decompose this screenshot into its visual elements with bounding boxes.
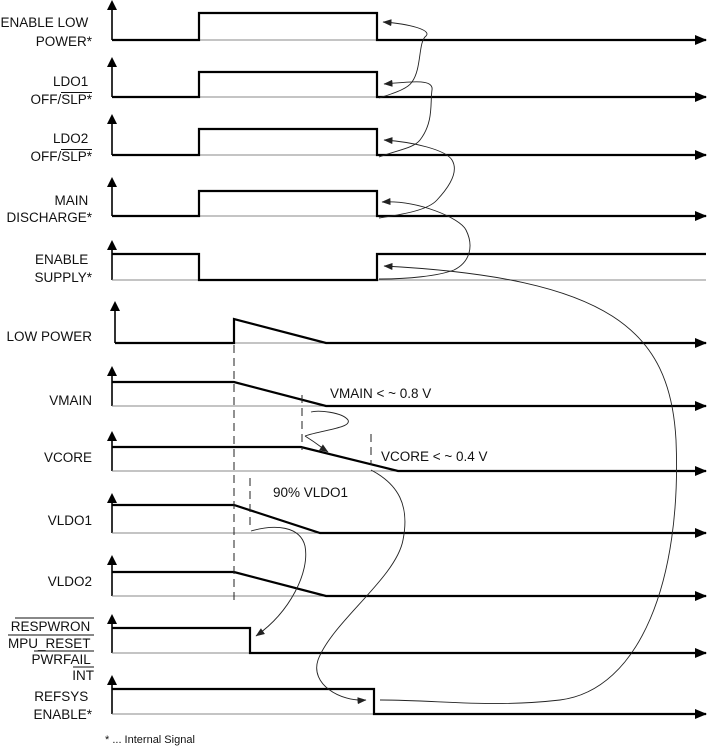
row-main-discharge <box>107 177 707 221</box>
row-respwron <box>107 614 707 658</box>
axis-arrow-head <box>107 555 117 565</box>
cause-arrow <box>378 19 428 99</box>
vmain-threshold-label: VMAIN < ~ 0.8 V <box>330 386 431 401</box>
axis-arrow-head <box>107 493 117 503</box>
label-vmain: VMAIN <box>49 393 92 408</box>
waveform <box>112 252 706 282</box>
waveform <box>112 70 707 102</box>
axis-arrow-head <box>107 114 117 124</box>
cause-arrow <box>304 410 349 437</box>
label-enable-low-power: ENABLE LOW POWER* <box>0 15 92 49</box>
cause-arrow <box>378 198 471 280</box>
cause-arrow <box>378 79 433 158</box>
label-refsys-enable: REFSYS ENABLE* <box>33 689 92 722</box>
row-vcore: VCORE < ~ 0.4 V <box>107 431 707 476</box>
footnote: * ... Internal Signal <box>105 734 195 746</box>
label-line: OFF/SLP* <box>30 149 92 164</box>
label-enable-supply: ENABLE SUPPLY* <box>34 252 92 285</box>
axis-arrow-head <box>107 366 117 376</box>
cause-arrow <box>316 469 406 705</box>
label-ldo2-off-slp: LDO2 OFF/SLP* <box>30 131 92 164</box>
label-line: RESPWRON <box>11 619 91 634</box>
label-line: SUPPLY* <box>34 270 92 285</box>
label-line: INT <box>72 668 94 683</box>
label-line: VCORE <box>44 450 92 465</box>
cause-arrow <box>378 137 455 219</box>
axis-arrow-head <box>107 614 117 624</box>
signal-labels: ENABLE LOW POWER* LDO1 OFF/SLP* LDO2 OFF… <box>0 15 94 722</box>
row-low-power <box>110 301 707 348</box>
label-main-discharge: MAIN DISCHARGE* <box>6 193 92 225</box>
waveform <box>112 189 707 221</box>
cause-arrow <box>304 435 329 453</box>
timing-guides <box>233 345 372 600</box>
label-line: ENABLE LOW <box>0 15 88 30</box>
waveform <box>115 317 707 348</box>
label-line: PWRFAIL <box>31 652 91 667</box>
waveform <box>112 687 707 719</box>
label-line: LDO1 <box>53 74 88 89</box>
label-line: REFSYS <box>34 689 88 704</box>
label-line: VLDO1 <box>48 513 92 528</box>
row-enable-low-power <box>107 0 707 45</box>
causal-arrows <box>250 19 677 705</box>
row-enable-supply <box>107 240 706 282</box>
label-vldo1: VLDO1 <box>48 513 92 528</box>
label-line: ENABLE <box>35 252 88 267</box>
row-refsys-enable <box>107 675 707 719</box>
row-vmain: VMAIN < ~ 0.8 V <box>107 366 707 411</box>
axis-arrow-head <box>110 301 120 311</box>
label-line: VMAIN <box>49 393 92 408</box>
axis-arrow-head <box>107 57 117 67</box>
cause-arrow <box>379 262 677 704</box>
waveform <box>112 127 707 160</box>
vcore-threshold-label: VCORE < ~ 0.4 V <box>381 449 488 464</box>
cause-arrow <box>250 526 307 637</box>
label-line: ENABLE* <box>33 707 92 722</box>
axis-arrow-head <box>107 431 117 441</box>
label-line: MPU_RESET <box>8 636 90 651</box>
vldo1-threshold-label: 90% VLDO1 <box>273 485 348 500</box>
row-vldo2 <box>107 555 707 601</box>
label-ldo1-off-slp: LDO1 OFF/SLP* <box>30 74 92 107</box>
label-line: POWER* <box>36 34 93 49</box>
waveform <box>112 503 707 538</box>
label-line: LOW POWER <box>6 329 92 344</box>
label-line: OFF/SLP* <box>30 92 92 107</box>
row-ldo1-off-slp <box>107 57 707 102</box>
axis-arrow-head <box>107 240 117 250</box>
waveform <box>112 626 707 658</box>
label-vcore: VCORE <box>44 450 92 465</box>
label-line: DISCHARGE* <box>6 210 92 225</box>
axis-arrow-head <box>107 0 117 10</box>
waveform <box>112 11 707 45</box>
active-low-overlines <box>8 91 94 668</box>
axis-arrow-head <box>107 675 117 685</box>
label-vldo2: VLDO2 <box>48 574 92 589</box>
waveform <box>112 445 707 476</box>
row-ldo2-off-slp <box>107 114 707 160</box>
label-line: LDO2 <box>53 131 88 146</box>
waveform <box>112 570 707 601</box>
waveform <box>112 380 707 411</box>
label-respwron: RESPWRON MPU_RESET PWRFAIL INT <box>8 619 94 683</box>
label-low-power: LOW POWER <box>6 329 92 344</box>
row-vldo1: 90% VLDO1 <box>107 485 707 538</box>
label-line: MAIN <box>54 193 88 208</box>
label-line: VLDO2 <box>48 574 92 589</box>
axis-arrow-head <box>107 177 117 187</box>
